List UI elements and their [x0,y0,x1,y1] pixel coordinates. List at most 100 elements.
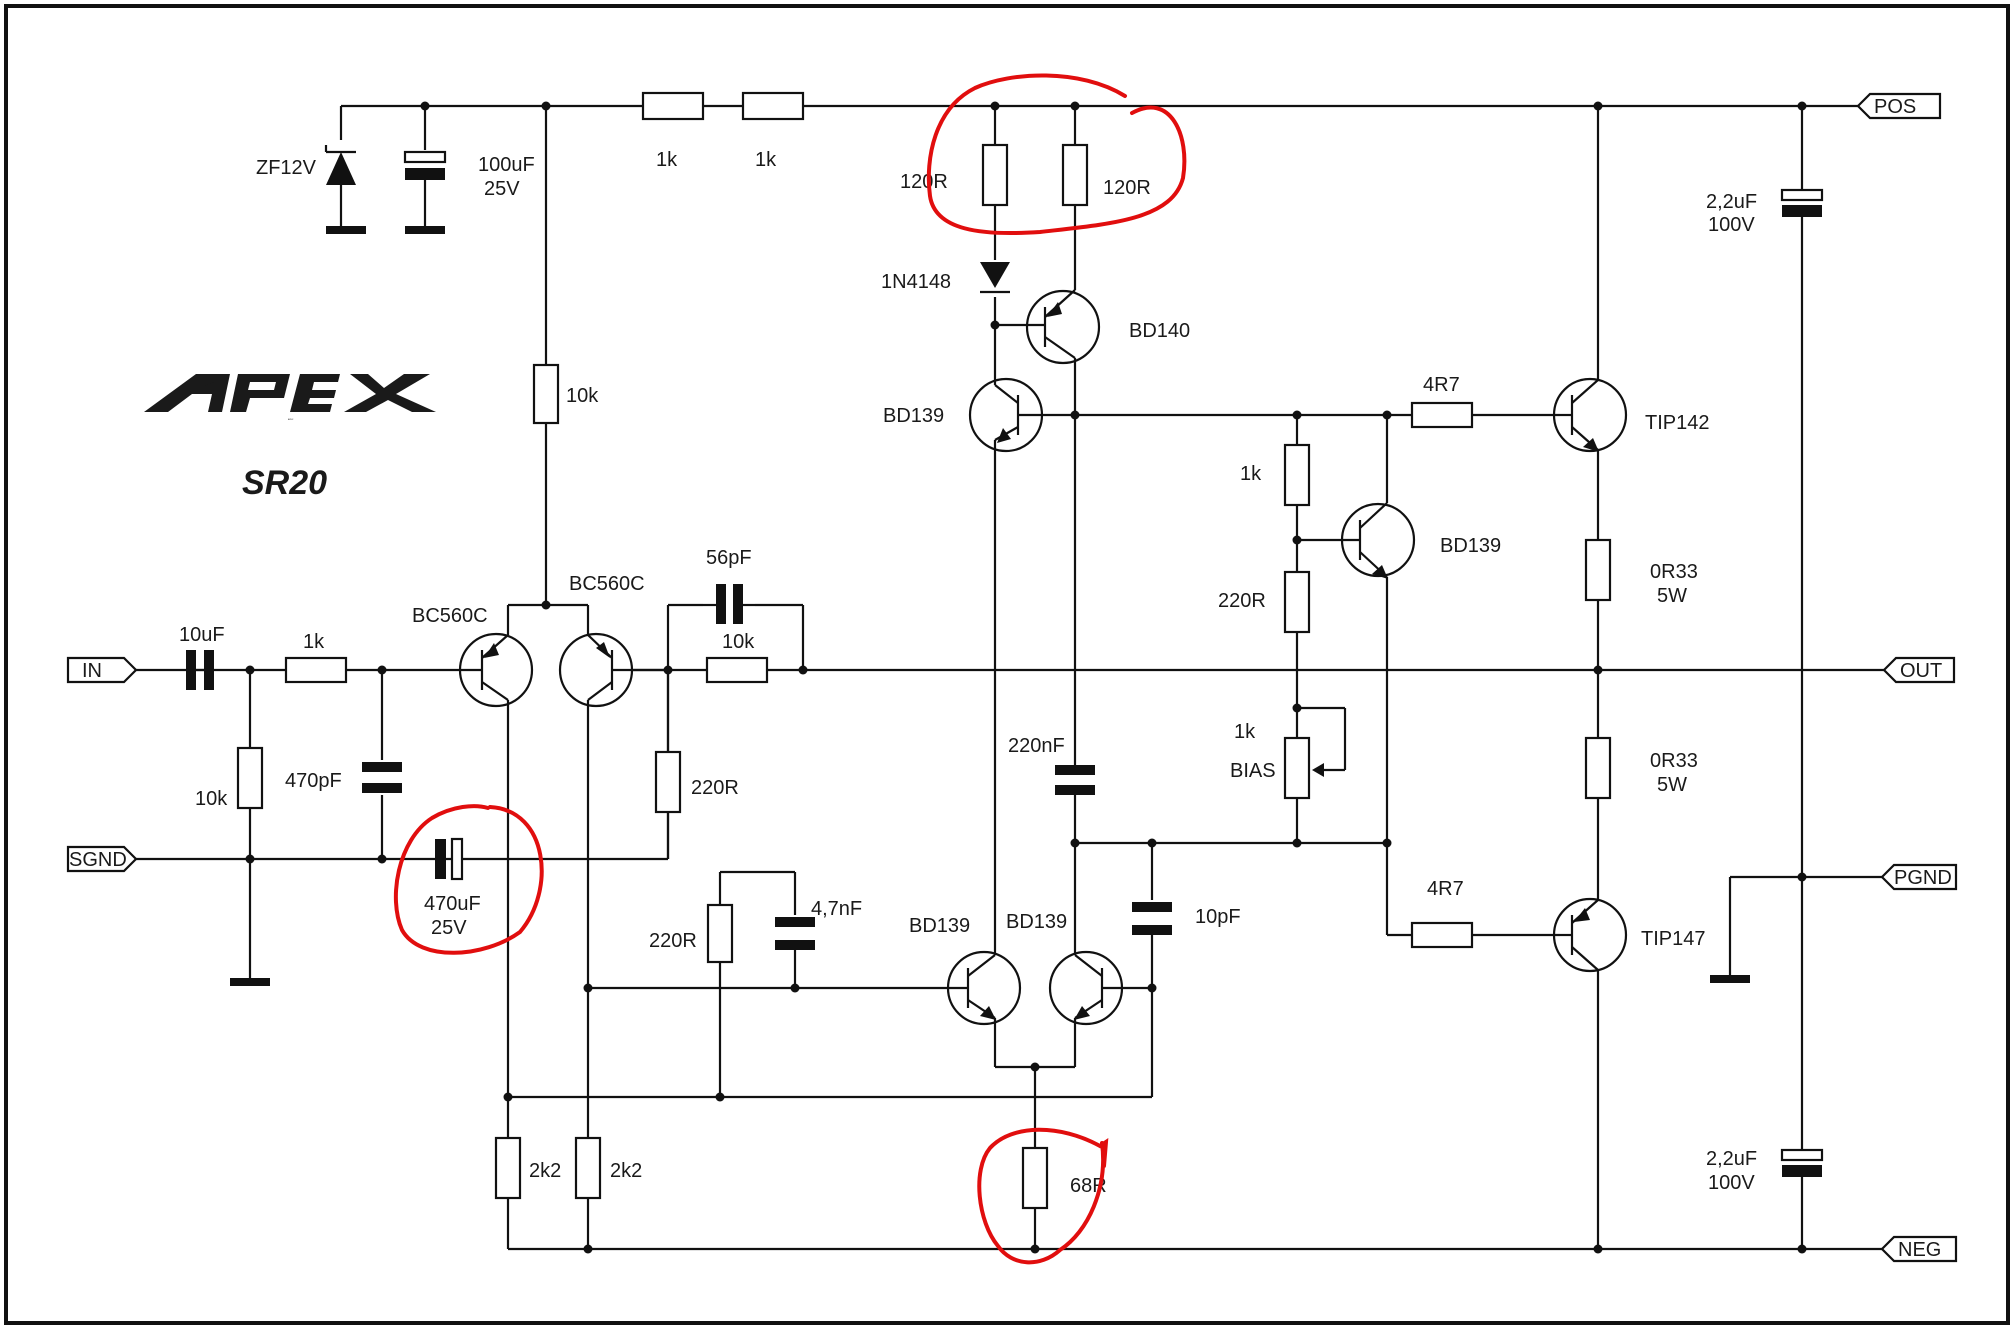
label-1k-input: 1k [303,631,325,653]
label-pot-value: 1k [1234,721,1256,743]
label-220nf: 220nF [1008,735,1065,757]
ground-symbols [230,226,1750,986]
label-10k-shunt: 10k [195,788,228,810]
label-tip147: TIP147 [1641,928,1705,950]
transistor-tip142 [1552,377,1628,453]
resistor-220r-feedback [654,750,682,814]
label-bd139-bias: BD139 [1440,535,1501,557]
port-neg: NEG [1880,1235,1958,1263]
label-10uf: 10uF [179,624,225,646]
label-2u2-bottom-value: 2,2uF [1706,1148,1757,1170]
schematic-title: SR20 [242,464,327,502]
resistor-120r-a [981,143,1009,207]
resistor-1k-top-a [641,91,705,121]
svg-text:APEX: APEX [288,418,294,421]
transistor-bd139-top [968,377,1075,453]
label-bd140: BD140 [1129,320,1190,342]
label-470uf-value: 470uF [424,893,481,915]
resistor-10k-vertical [532,363,560,425]
label-2k2-left: 2k2 [529,1160,561,1182]
label-pot-name: BIAS [1230,760,1276,782]
resistor-10k-input-shunt [236,746,264,810]
resistor-0r33-bottom [1584,736,1612,800]
label-220r-feedback: 220R [691,777,739,799]
cap-2u2-top [1780,188,1824,202]
resistor-1k-input [284,656,348,684]
label-bd139-ltp-right: BD139 [1006,911,1067,933]
resistor-220r-low [706,903,734,964]
port-out: OUT [1882,656,1956,684]
label-100uf-voltage: 25V [484,178,520,200]
transistors [458,289,1628,1026]
capacitors [186,150,1824,1177]
svg-text:SGND: SGND [69,849,127,871]
label-4r7-top: 4R7 [1423,374,1460,396]
transistor-bd139-ltp-right [1048,950,1152,1026]
resistor-4r7-bottom [1410,921,1474,949]
resistor-120r-b [1061,143,1089,207]
port-pos: POS [1856,92,1942,120]
label-120r-a: 120R [900,171,948,193]
cap-2u2-bottom [1780,1148,1824,1162]
resistor-68r [1021,1146,1049,1210]
label-0r33-top: 0R33 [1650,561,1698,583]
svg-text:NEG: NEG [1898,1239,1941,1261]
port-in: IN [66,656,138,684]
annotation-circle-68r [977,1127,1109,1265]
svg-text:OUT: OUT [1900,660,1942,682]
svg-text:IN: IN [82,660,102,682]
label-r-top-2: 1k [755,149,777,171]
label-10pf: 10pF [1195,906,1241,928]
cap-470pf [362,762,402,772]
cap-470uf [435,839,446,879]
label-220r-low: 220R [649,930,697,952]
component-labels: ZF12V 100uF 25V 1k 1k 120R 120R 1N4148 B… [179,149,1757,1197]
label-r-top-1: 1k [656,149,678,171]
resistor-4r7-top [1410,401,1474,429]
label-2k2-right: 2k2 [610,1160,642,1182]
label-bc560c-right: BC560C [569,573,645,595]
label-2u2-bottom-voltage: 100V [1708,1172,1755,1194]
label-0r33-bottom: 0R33 [1650,750,1698,772]
label-2u2-top-value: 2,2uF [1706,191,1757,213]
diode-1n4148 [980,262,1010,294]
resistor-0r33-top [1584,538,1612,602]
resistor-2k2-right [574,1136,602,1200]
cap-100uf [403,150,447,164]
label-2u2-top-voltage: 100V [1708,214,1755,236]
label-470uf-voltage: 25V [431,917,467,939]
cap-10pf [1132,902,1172,912]
resistors [236,91,1612,1210]
resistor-2k2-left [494,1136,522,1200]
label-zener: ZF12V [256,157,317,179]
transistor-tip147 [1552,897,1628,973]
drawing-frame [4,4,2010,1325]
annotation-circle-470uf [394,804,544,955]
red-annotations [394,73,1187,1265]
transistor-bd139-ltp-left [946,950,1022,1026]
label-bc560c-left: BC560C [412,605,488,627]
label-100uf-value: 100uF [478,154,535,176]
bias-potentiometer [1283,736,1345,800]
label-tip142: TIP142 [1645,412,1709,434]
label-220r-bias: 220R [1218,590,1266,612]
wiring [136,104,1884,1251]
label-diode: 1N4148 [881,271,951,293]
svg-text:POS: POS [1874,96,1916,118]
label-56pf: 56pF [706,547,752,569]
transistor-bd139-bias [1340,502,1416,579]
cap-220nf [1055,765,1095,775]
port-sgnd: SGND [66,845,138,873]
label-0r33-bottom-watt: 5W [1657,774,1687,796]
label-10k-vertical: 10k [566,385,599,407]
label-bd139-ltp-left: BD139 [909,915,970,937]
label-4n7: 4,7nF [811,898,862,920]
annotation-circle-120r [926,73,1187,236]
port-pgnd: PGND [1880,863,1958,891]
resistor-10k-feedback [705,656,769,684]
junctions [245,101,1807,1254]
label-120r-b: 120R [1103,177,1151,199]
resistor-1k-top-b [741,91,805,121]
label-1k-bias: 1k [1240,463,1262,485]
